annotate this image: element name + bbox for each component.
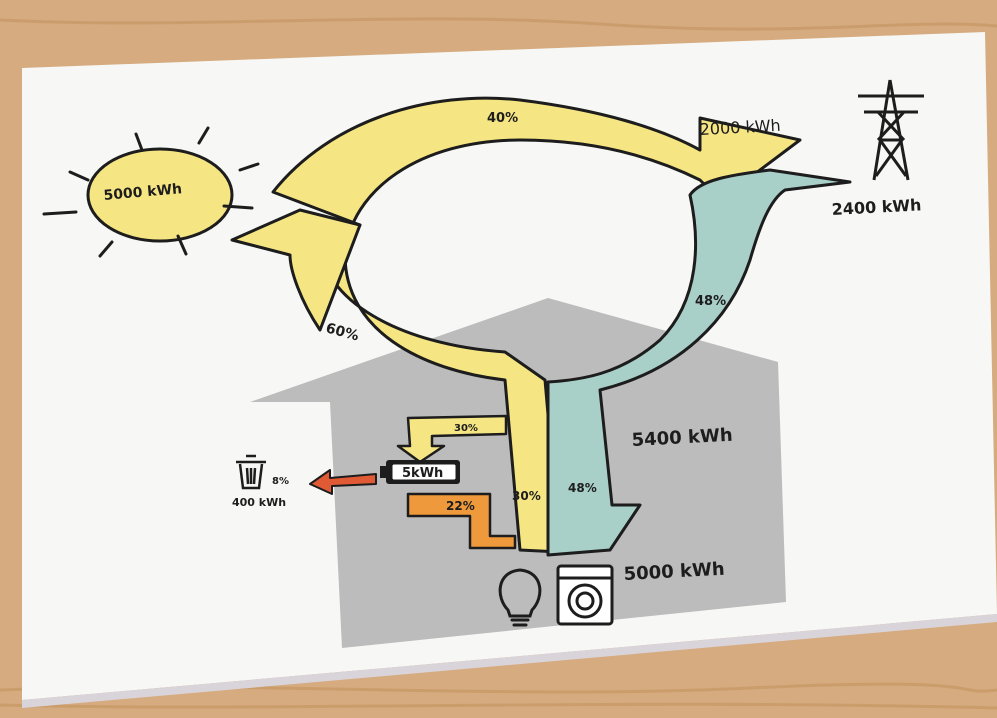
loss-arrow <box>309 469 377 495</box>
right-arc-percent: 48% <box>695 294 726 309</box>
loss-percent: 8% <box>272 476 289 487</box>
battery-in-percent: 30% <box>454 423 478 434</box>
sun-label: 5000 kWh <box>103 181 183 204</box>
trash-icon <box>236 454 266 490</box>
grid-to-load-percent: 48% <box>568 481 597 495</box>
battery-discharge-flow <box>406 492 517 550</box>
loss-label: 400 kWh <box>232 496 286 509</box>
battery-to-load-percent: 22% <box>446 499 475 513</box>
battery-icon <box>380 460 460 484</box>
paper-edge <box>22 614 997 708</box>
solar-to-load-percent: 30% <box>512 489 541 503</box>
solar-input-arrow <box>230 208 362 332</box>
battery-charge-arrow <box>396 414 508 464</box>
grid-flow-ring <box>546 168 852 557</box>
grid-label: 2400 kWh <box>831 195 922 219</box>
sun-icon <box>42 126 260 258</box>
export-label: 2000 kWh <box>699 116 781 139</box>
light-bulb-icon <box>498 568 542 627</box>
top-arc-percent: 40% <box>487 111 518 126</box>
washing-machine-icon <box>556 564 614 626</box>
solar-flow-ring <box>271 96 802 554</box>
battery-label: 5kWh <box>402 466 443 481</box>
power-pylon-icon <box>858 79 924 181</box>
